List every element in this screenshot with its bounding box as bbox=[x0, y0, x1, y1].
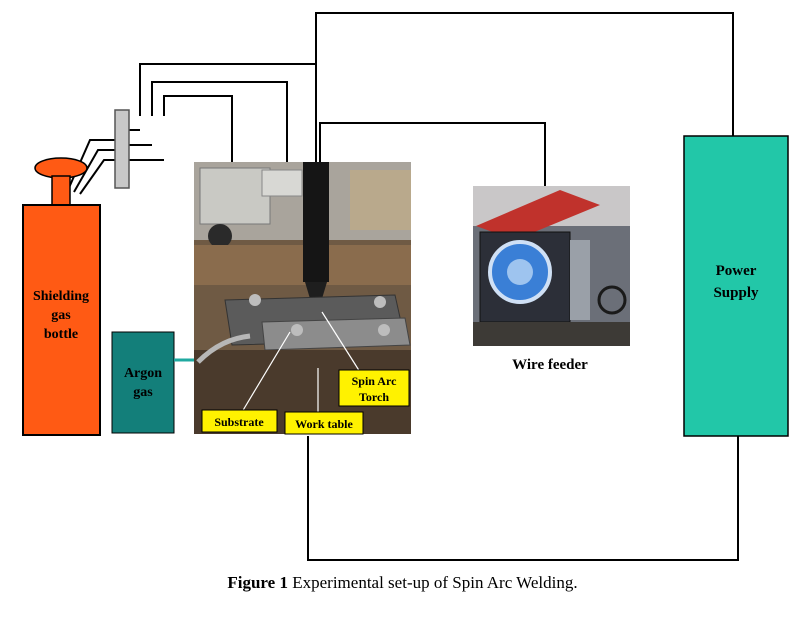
argon-label-2: gas bbox=[133, 385, 153, 400]
shielding-gas-bottle: Shielding gas bottle bbox=[22, 157, 101, 436]
photo-frame bbox=[194, 245, 411, 285]
photo-clamp bbox=[199, 167, 271, 225]
connection-lines bbox=[67, 12, 739, 561]
wirefeeder-to-torch-line bbox=[319, 122, 546, 188]
feeder-red-cover bbox=[476, 190, 600, 240]
photo-bolt-4 bbox=[378, 324, 390, 336]
photo-side-panel bbox=[350, 170, 411, 230]
power-to-torch-line bbox=[315, 12, 734, 165]
photo-hose bbox=[196, 333, 251, 364]
feeder-panel bbox=[570, 240, 590, 320]
bottle-neck bbox=[51, 175, 71, 207]
figure-caption-text: Experimental set-up of Spin Arc Welding. bbox=[287, 573, 578, 592]
label-torch-1: Spin Arc bbox=[352, 374, 397, 388]
gas-line-1 bbox=[139, 63, 316, 116]
power-label-1: Power bbox=[716, 263, 757, 279]
power-supply: Power Supply bbox=[683, 135, 789, 437]
photo-wheel bbox=[208, 224, 232, 248]
label-substrate: Substrate bbox=[214, 415, 264, 429]
wire-feeder-label: Wire feeder bbox=[512, 357, 588, 373]
feeder-cable-coil bbox=[597, 285, 627, 315]
gas-line-2 bbox=[151, 81, 288, 165]
photo-fitting bbox=[261, 169, 303, 197]
photo-torch-body bbox=[303, 162, 329, 282]
bottle-label-2: gas bbox=[51, 308, 71, 323]
label-work-table-box bbox=[284, 411, 364, 435]
bottle-body bbox=[22, 204, 101, 436]
pointer-substrate bbox=[241, 331, 291, 413]
label-torch-2: Torch bbox=[359, 390, 389, 404]
feeder-spool-hub bbox=[507, 259, 533, 285]
photo-bolt-2 bbox=[374, 296, 386, 308]
label-torch-box bbox=[338, 369, 410, 407]
argon-label-1: Argon bbox=[124, 366, 162, 381]
pointer-torch bbox=[321, 311, 361, 373]
bottle-hose-3 bbox=[79, 159, 116, 195]
figure-number: Figure 1 bbox=[227, 573, 288, 592]
feeder-bench bbox=[473, 322, 630, 346]
label-work-table: Work table bbox=[295, 417, 353, 431]
welding-setup-photo: Substrate Work table Spin Arc Torch bbox=[194, 162, 411, 435]
wire-feeder-photo bbox=[473, 186, 630, 346]
power-supply-rect bbox=[683, 135, 789, 437]
gas-line-3 bbox=[163, 95, 233, 165]
power-label-2: Supply bbox=[713, 285, 759, 301]
bottle-label-3: bottle bbox=[44, 327, 78, 342]
bottle-label-1: Shielding bbox=[33, 289, 89, 304]
argon-gas-box: Argon gas bbox=[111, 331, 198, 434]
bottle-valve-cap bbox=[34, 157, 88, 179]
photo-bolt-3 bbox=[291, 324, 303, 336]
bottle-hose-2 bbox=[73, 149, 116, 193]
figure-caption: Figure 1 Experimental set-up of Spin Arc… bbox=[0, 573, 805, 593]
power-return-line bbox=[307, 436, 739, 561]
argon-gas-rect bbox=[111, 331, 175, 434]
photo-bolt-1 bbox=[249, 294, 261, 306]
gas-regulator bbox=[114, 109, 130, 189]
label-substrate-box bbox=[201, 409, 278, 433]
